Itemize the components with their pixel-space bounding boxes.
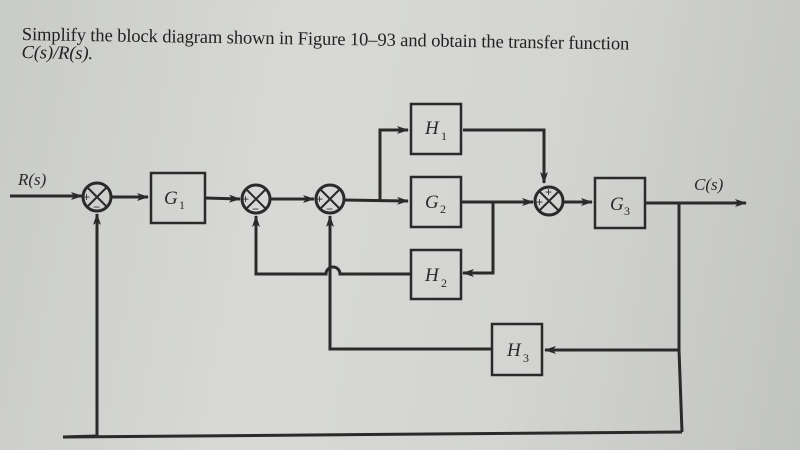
input-label: R(s)	[17, 170, 47, 189]
branch-to-h2-line	[462, 202, 495, 277]
h3-feedback-line	[326, 215, 492, 351]
g2-label: G 2	[425, 192, 446, 216]
output-label: C(s)	[694, 175, 724, 194]
svg-text:H: H	[424, 265, 440, 286]
sum2-plus-sign: +	[242, 192, 249, 206]
sum1-plus-sign: +	[83, 190, 90, 204]
svg-text:3: 3	[624, 204, 630, 218]
sum4-plus-left-sign: +	[536, 195, 543, 209]
sum3-minus-sign: −	[326, 202, 333, 216]
summing-junction-4	[533, 185, 565, 217]
h2-feedback-line	[252, 215, 411, 276]
svg-text:1: 1	[441, 129, 447, 143]
h2-label: H 2	[424, 265, 447, 290]
svg-text:2: 2	[441, 276, 447, 290]
unity-feedback-corner	[62, 434, 98, 439]
g1-to-sum2-line	[204, 194, 241, 203]
svg-text:H: H	[424, 118, 440, 139]
h3-label: H 3	[506, 340, 529, 365]
svg-text:G: G	[610, 194, 624, 215]
g3-label: G 3	[610, 194, 630, 218]
svg-text:G: G	[425, 192, 439, 213]
branch-to-h1-line	[378, 126, 409, 200]
sum3-to-g2-line	[343, 196, 409, 205]
sum4-plus-top-sign: +	[545, 185, 552, 199]
block-h1	[409, 102, 463, 156]
unity-feedback-line	[62, 430, 683, 439]
sum2-minus-sign: −	[252, 202, 259, 216]
svg-text:H: H	[506, 340, 522, 361]
sum3-plus-sign: +	[316, 192, 323, 206]
svg-text:G: G	[164, 188, 178, 209]
output-feedback-trunk	[677, 203, 684, 433]
h1-to-sum4-line	[463, 128, 548, 184]
g1-label: G 1	[164, 188, 185, 212]
svg-text:1: 1	[179, 198, 185, 212]
svg-text:3: 3	[523, 351, 529, 365]
svg-text:2: 2	[440, 202, 446, 216]
sum1-minus-sign: −	[93, 200, 100, 214]
summing-junction-3	[314, 183, 346, 215]
block-g1	[149, 171, 207, 225]
h1-label: H 1	[424, 118, 447, 143]
